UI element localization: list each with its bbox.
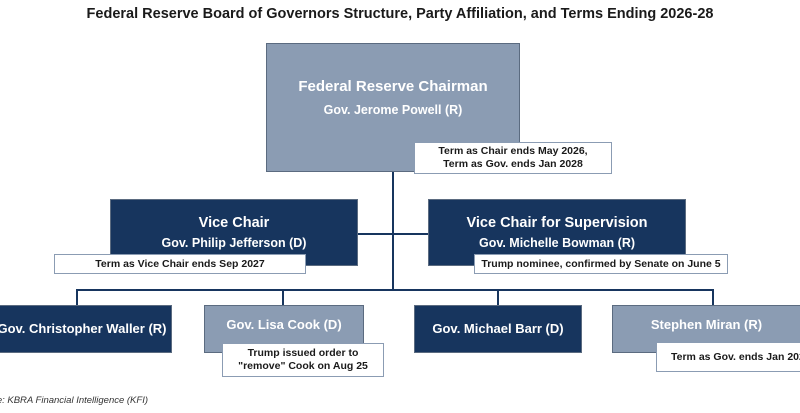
governor-name-barr: Gov. Michael Barr (D) [432,321,564,336]
connector-chair-down [392,172,394,290]
vice-chair-name: Gov. Philip Jefferson (D) [161,236,307,250]
vice-chair-supervision-name: Gov. Michelle Bowman (R) [478,236,636,250]
vice-chair-role: Vice Chair [198,215,270,231]
vice-chair-supervision-role: Vice Chair for Supervision [466,215,648,231]
chair-term-note-line1: Term as Chair ends May 2026, [438,145,588,157]
miran-term-note: Term as Gov. ends Jan 2028 [656,342,800,372]
miran-term-note-text: Term as Gov. ends Jan 2028 [671,350,800,363]
chart-title: Federal Reserve Board of Governors Struc… [86,6,714,22]
governor-box-barr: Gov. Michael Barr (D) [414,305,582,353]
cook-removal-note: Trump issued order to "remove" Cook on A… [222,343,384,377]
governor-name-cook: Gov. Lisa Cook (D) [226,317,342,332]
governor-name-waller: Gov. Christopher Waller (R) [0,321,167,336]
cook-removal-note-line2: "remove" Cook on Aug 25 [238,360,368,372]
governor-box-waller: Gov. Christopher Waller (R) [0,305,172,353]
vice-chair-supervision-note: Trump nominee, confirmed by Senate on Ju… [474,254,728,274]
source-note: Source: KBRA Financial Intelligence (KFI… [0,395,176,406]
vice-chair-term-note: Term as Vice Chair ends Sep 2027 [54,254,306,274]
governor-name-miran: Stephen Miran (R) [650,317,763,332]
chair-term-note: Term as Chair ends May 2026, Term as Gov… [414,142,612,174]
connector-waller [76,289,78,305]
chair-name: Gov. Jerome Powell (R) [323,103,463,117]
connector-cook [282,289,284,305]
connector-miran [712,289,714,305]
connector-governors-bar [76,289,714,291]
connector-barr [497,289,499,305]
chair-box: Federal Reserve Chairman Gov. Jerome Pow… [266,43,520,172]
connector-vice-chairs [358,233,428,235]
cook-removal-note-line1: Trump issued order to [247,347,359,359]
source-note-text: Source: KBRA Financial Intelligence (KFI… [0,395,149,406]
chair-role: Federal Reserve Chairman [298,78,488,95]
chair-term-note-line2: Term as Gov. ends Jan 2028 [443,158,583,170]
